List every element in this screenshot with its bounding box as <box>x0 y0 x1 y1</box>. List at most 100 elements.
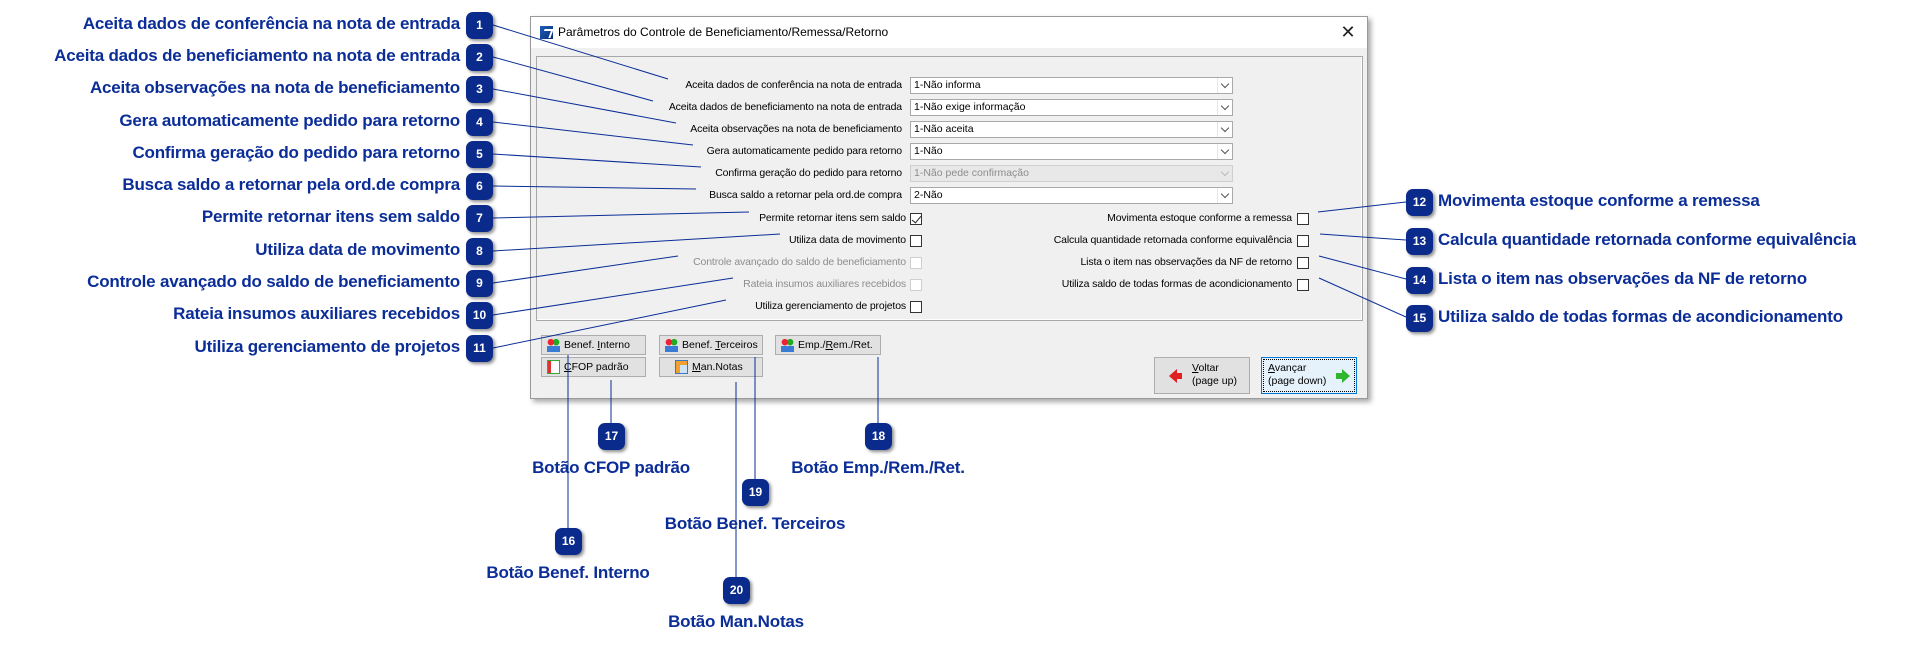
chevron-down-icon[interactable] <box>1217 78 1232 93</box>
callout-badge: 3 <box>466 76 493 103</box>
checkbox-label: Rateia insumos auxiliares recebidos <box>743 278 906 290</box>
label: oltar <box>1198 362 1219 374</box>
chevron-down-icon[interactable] <box>1217 188 1232 203</box>
callout-text: Permite retornar itens sem saldo <box>201 207 460 226</box>
callout-badge: 6 <box>466 173 493 200</box>
callout-badge: 14 <box>1406 267 1433 294</box>
field-label: Confirma geração do pedido para retorno <box>715 167 902 179</box>
label-line2: (page down) <box>1268 375 1327 387</box>
callout-text: Rateia insumos auxiliares recebidos <box>173 304 460 323</box>
callout-text: Botão Man.Notas <box>668 612 804 631</box>
field-label: Aceita dados de conferência na nota de e… <box>685 79 902 91</box>
benef-terceiros-button[interactable]: Benef. Terceiros <box>659 335 763 355</box>
notes-icon <box>675 360 688 374</box>
label: FOP padrão <box>571 361 629 373</box>
group-icon <box>547 338 560 352</box>
checkbox[interactable] <box>910 213 922 225</box>
close-button[interactable]: ✕ <box>1340 22 1356 42</box>
label: Benef. <box>682 339 716 351</box>
field-select[interactable]: 1-Não informa <box>910 77 1233 94</box>
checkbox-label: Permite retornar itens sem saldo <box>759 212 906 224</box>
callout-text: Aceita dados de conferência na nota de e… <box>82 14 460 33</box>
callout-text: Movimenta estoque conforme a remessa <box>1438 191 1760 210</box>
field-label: Aceita dados de beneficiamento na nota d… <box>668 101 902 113</box>
callout-badge: 13 <box>1406 228 1433 255</box>
select-value: 1-Não <box>914 145 943 157</box>
callout-badge: 11 <box>466 335 493 362</box>
checkbox-label: Controle avançado do saldo de beneficiam… <box>693 256 906 268</box>
checkbox[interactable] <box>910 301 922 313</box>
callout-badge: 1 <box>466 12 493 39</box>
checkbox[interactable] <box>910 235 922 247</box>
title-bar[interactable]: Parâmetros do Controle de Beneficiamento… <box>531 17 1367 48</box>
emp-rem-ret-button[interactable]: Emp./Rem./Ret. <box>775 335 881 355</box>
callout-badge: 17 <box>598 423 625 450</box>
parameters-dialog: Parâmetros do Controle de Beneficiamento… <box>530 16 1368 399</box>
checkbox-label: Utiliza gerenciamento de projetos <box>755 300 906 312</box>
checkbox-label: Calcula quantidade retornada conforme eq… <box>1053 234 1292 246</box>
checkbox[interactable] <box>1297 235 1309 247</box>
select-value: 1-Não aceita <box>914 123 974 135</box>
callout-badge: 10 <box>466 302 493 329</box>
chevron-down-icon <box>1217 166 1232 181</box>
field-label: Aceita observações na nota de beneficiam… <box>690 123 902 135</box>
callout-badge: 12 <box>1406 189 1433 216</box>
callout-text: Botão Benef. Terceiros <box>664 514 846 533</box>
field-label: Busca saldo a retornar pela ord.de compr… <box>709 189 902 201</box>
field-select[interactable]: 1-Não exige informação <box>910 99 1233 116</box>
document-icon <box>547 360 560 374</box>
callout-text: Lista o item nas observações da NF de re… <box>1438 269 1807 288</box>
chevron-down-icon[interactable] <box>1217 144 1232 159</box>
field-select[interactable]: 1-Não aceita <box>910 121 1233 138</box>
man-notas-button[interactable]: Man.Notas <box>659 357 763 377</box>
chevron-down-icon[interactable] <box>1217 122 1232 137</box>
app-icon <box>540 26 553 39</box>
checkbox[interactable] <box>1297 279 1309 291</box>
checkbox[interactable] <box>1297 257 1309 269</box>
label: Emp./ <box>798 339 826 351</box>
checkbox <box>910 257 922 269</box>
checkbox-label: Utiliza saldo de todas formas de acondic… <box>1061 278 1292 290</box>
accel-key: R <box>825 339 834 351</box>
accel-key: M <box>692 361 701 373</box>
accel-key: V <box>1192 362 1199 374</box>
callout-text: Utiliza data de movimento <box>255 240 460 259</box>
group-icon <box>665 338 678 352</box>
chevron-down-icon[interactable] <box>1217 100 1232 115</box>
callout-text: Botão Benef. Interno <box>486 563 650 582</box>
field-label: Gera automaticamente pedido para retorno <box>706 145 903 157</box>
select-value: 1-Não exige informação <box>914 101 1026 113</box>
dialog-title: Parâmetros do Controle de Beneficiamento… <box>558 25 889 39</box>
callout-text: Confirma geração do pedido para retorno <box>132 143 460 162</box>
field-select[interactable]: 2-Não <box>910 187 1233 204</box>
callout-text: Utiliza saldo de todas formas de acondic… <box>1438 307 1843 326</box>
select-value: 1-Não pede confirmação <box>914 167 1029 179</box>
callout-badge: 2 <box>466 44 493 71</box>
benef-interno-button[interactable]: Benef. Interno <box>541 335 646 355</box>
accel-key: A <box>1268 362 1275 374</box>
callout-badge: 19 <box>742 479 769 506</box>
callout-badge: 9 <box>466 270 493 297</box>
next-button[interactable]: Avançar (page down) <box>1261 357 1357 394</box>
callout-text: Calcula quantidade retornada conforme eq… <box>1438 230 1856 249</box>
back-button[interactable]: Voltar (page up) <box>1154 357 1250 394</box>
callout-text: Gera automaticamente pedido para retorno <box>119 111 460 130</box>
checkbox[interactable] <box>1297 213 1309 225</box>
label: erceiros <box>720 339 758 351</box>
callout-badge: 8 <box>466 238 493 265</box>
callout-badge: 5 <box>466 141 493 168</box>
callout-badge: 4 <box>466 109 493 136</box>
label-line2: (page up) <box>1192 375 1237 387</box>
label: an.Notas <box>700 361 743 373</box>
callout-text: Aceita dados de beneficiamento na nota d… <box>54 46 460 65</box>
select-value: 2-Não <box>914 189 943 201</box>
arrow-right-icon <box>1336 369 1350 383</box>
callout-text: Botão CFOP padrão <box>532 458 690 477</box>
select-value: 1-Não informa <box>914 79 981 91</box>
group-icon <box>781 338 794 352</box>
callout-text: Aceita observações na nota de beneficiam… <box>89 78 460 97</box>
field-select[interactable]: 1-Não <box>910 143 1233 160</box>
cfop-padrao-button[interactable]: CFOP padrão <box>541 357 646 377</box>
callout-badge: 15 <box>1406 305 1433 332</box>
arrow-left-icon <box>1169 369 1182 383</box>
